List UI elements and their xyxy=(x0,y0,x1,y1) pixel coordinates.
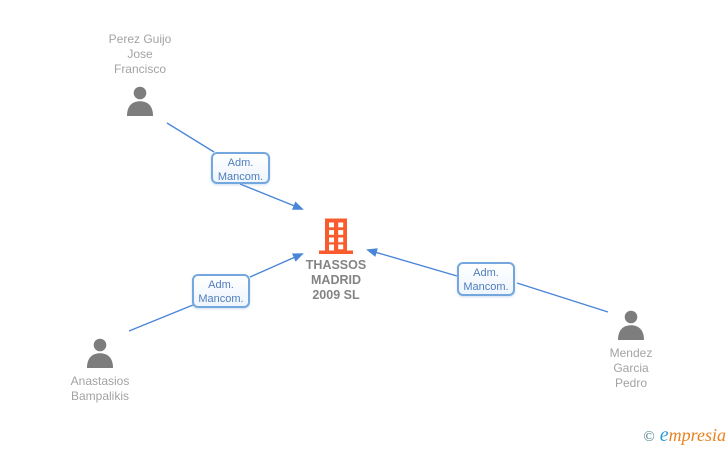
edge-line-perez-to-label xyxy=(166,122,215,153)
node-company-thassos-madrid[interactable]: THASSOS MADRID 2009 SL xyxy=(276,217,396,303)
person-name-line: Garcia xyxy=(613,361,649,375)
company-name-line: MADRID xyxy=(311,273,361,287)
brand-rest: mpresia xyxy=(668,425,726,445)
edge-label-right: Adm. Mancom. xyxy=(457,262,515,296)
edge-label-line: Mancom. xyxy=(463,281,509,293)
person-name-line: Perez Guijo xyxy=(108,32,172,46)
edge-label-line: Mancom. xyxy=(217,171,264,183)
empresia-logo[interactable]: © empresia xyxy=(643,424,726,446)
edge-label-line: Adm. xyxy=(208,279,234,291)
edge-label-line: Adm. xyxy=(473,267,499,279)
brand-wordmark: empresia xyxy=(659,424,726,446)
company-name-line: 2009 SL xyxy=(312,288,360,302)
node-person-mendez-garcia[interactable]: Mendez Garcia Pedro xyxy=(566,310,696,391)
edge-line-mendez-to-label xyxy=(516,282,609,313)
edge-label-top: Adm. Mancom. xyxy=(211,152,270,184)
person-name-line: Anastasios xyxy=(70,374,130,388)
edge-line-label-to-company-left xyxy=(249,253,304,278)
building-icon xyxy=(319,218,353,254)
edge-line-label-to-company-top xyxy=(239,183,304,210)
person-name-line: Pedro xyxy=(614,376,647,390)
person-name-line: Mendez xyxy=(609,346,653,360)
company-name-line: THASSOS xyxy=(305,258,367,272)
person-name-line: Bampalikis xyxy=(70,389,129,403)
edge-label-line: Mancom. xyxy=(198,293,244,305)
edge-line-anastasios-to-label xyxy=(128,304,194,332)
node-person-perez-guijo[interactable]: Perez Guijo Jose Francisco xyxy=(75,32,205,116)
edge-line-label-to-company-right xyxy=(366,248,458,277)
node-person-anastasios-bampalikis[interactable]: Anastasios Bampalikis xyxy=(35,338,165,404)
person-icon xyxy=(127,86,153,116)
copyright-icon: © xyxy=(643,429,655,445)
person-name-line: Francisco xyxy=(113,62,166,76)
edge-label-line: Adm. xyxy=(227,157,254,169)
person-icon xyxy=(87,338,113,368)
edge-label-bottom-left: Adm. Mancom. xyxy=(192,274,250,308)
person-icon xyxy=(618,310,644,340)
person-name-line: Jose xyxy=(127,47,153,61)
brand-initial: e xyxy=(659,424,669,446)
